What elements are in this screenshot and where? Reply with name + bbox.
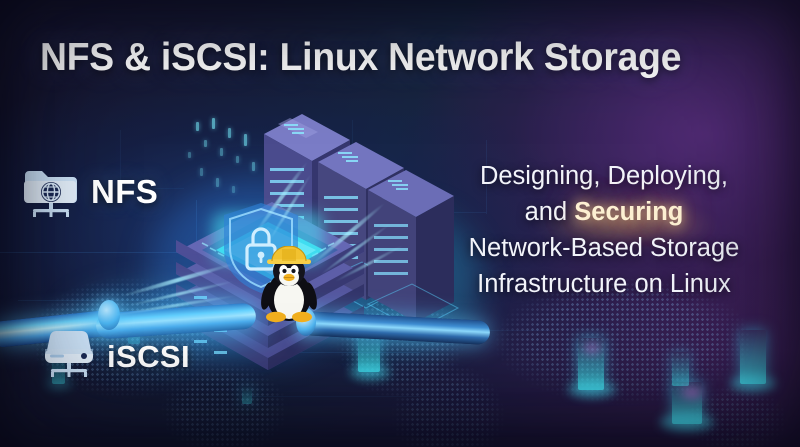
server-rack [362,168,460,348]
badge-nfs-label: NFS [91,172,159,210]
cable-connector [98,300,120,330]
tux-penguin-hardhat-icon [256,245,322,329]
cable-glow [70,288,270,358]
badge-iscsi: iSCSI [40,326,190,387]
page-title: NFS & iSCSI: Linux Network Storage [40,36,682,79]
subtitle-line-4: Infrastructure on Linux [477,270,731,298]
subtitle-line-2-prefix: and [524,198,575,226]
disk-drive-network-icon [40,326,98,387]
subtitle-line-3: Network-Based Storage [468,234,740,262]
badge-iscsi-label: iSCSI [107,338,190,374]
subtitle-line-1: Designing, Deploying, [479,162,729,190]
subtitle-highlight-securing: Securing [574,198,684,226]
folder-globe-network-icon [20,160,82,223]
subtitle-line-2: and Securing [418,194,790,230]
subtitle-block: Designing, Deploying, and Securing Netwo… [418,158,790,302]
badge-nfs: NFS [20,160,158,223]
